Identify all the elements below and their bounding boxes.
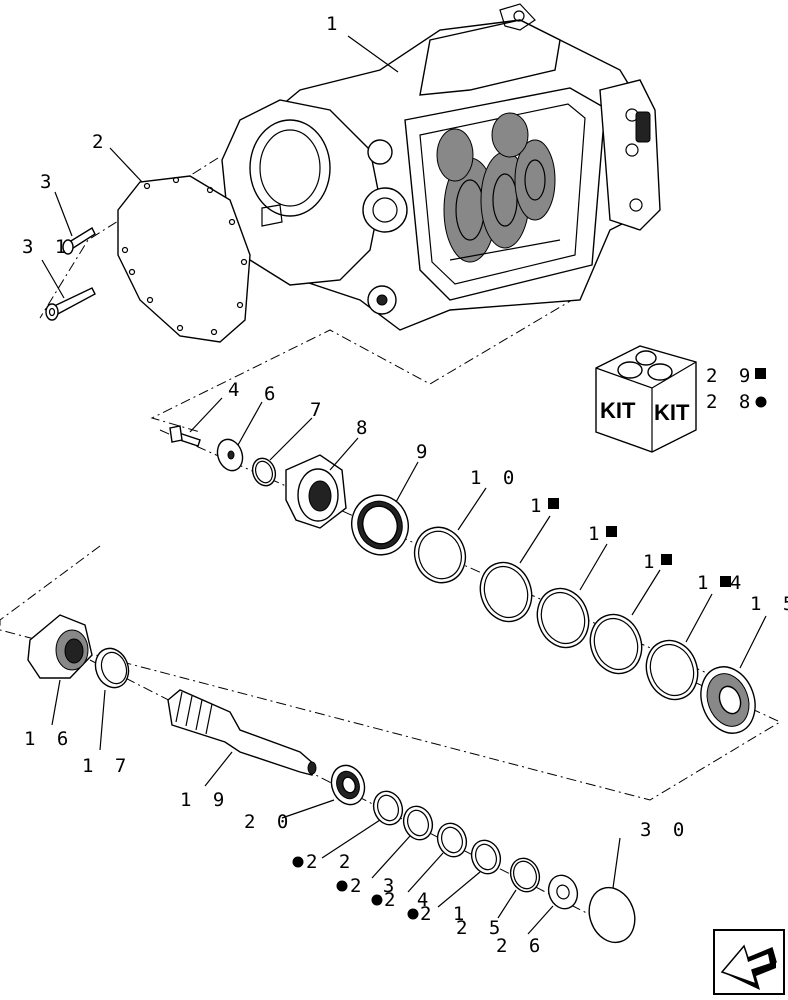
callout-24: 2 4 xyxy=(384,889,433,911)
callout-9: 9 xyxy=(416,441,432,463)
callout-16: 1 6 xyxy=(24,728,73,750)
transmission-housing xyxy=(221,3,661,331)
callout-19: 1 9 xyxy=(180,789,229,811)
bearing-housing-8 xyxy=(285,454,347,529)
bolt-31 xyxy=(45,287,96,321)
callout-25: 2 5 xyxy=(456,917,505,939)
shim-21 xyxy=(470,839,502,875)
shim-24 xyxy=(436,822,468,858)
snap-ring-10 xyxy=(413,526,467,584)
callout-21: 2 1 xyxy=(420,903,469,925)
callout-23: 2 3 xyxy=(350,875,399,897)
callout-1: 1 xyxy=(326,13,342,35)
seal-9 xyxy=(351,494,409,556)
shim-14 xyxy=(645,639,699,701)
kit-square-marker-icon xyxy=(661,554,672,565)
kit-square-marker-icon xyxy=(548,498,559,509)
kit-markers xyxy=(292,498,731,920)
o-ring-7 xyxy=(251,457,277,487)
callout-6: 6 xyxy=(264,383,280,405)
cover-plate-gasket xyxy=(117,175,251,343)
callout-10: 1 0 xyxy=(470,467,519,489)
bearing-20 xyxy=(330,764,366,806)
washer-6 xyxy=(216,438,244,472)
callout-17: 1 7 xyxy=(82,755,131,777)
washer-26 xyxy=(547,874,579,910)
sleeve-17 xyxy=(94,647,130,689)
callout-22: 2 2 xyxy=(306,851,355,873)
kit-square-marker-icon xyxy=(755,368,766,379)
callout-26: 2 6 xyxy=(496,935,545,957)
output-shaft-19 xyxy=(167,689,317,776)
callout-12: 1 xyxy=(588,523,604,545)
shim-12 xyxy=(536,587,590,649)
shim-13 xyxy=(589,613,643,675)
kit-square-marker-icon xyxy=(720,576,731,587)
kit-box-label-left: KIT xyxy=(600,398,636,423)
kit-square-marker-icon xyxy=(606,526,617,537)
cap-30 xyxy=(588,886,636,944)
callout-4: 4 xyxy=(228,379,244,401)
callout-13: 1 xyxy=(643,551,659,573)
kit-dot-legend: 2 8= xyxy=(706,391,772,413)
callout-7: 7 xyxy=(310,399,326,421)
bolt-3 xyxy=(62,227,96,255)
kit-dot-marker-icon xyxy=(755,396,767,408)
previous-page-arrow-icon[interactable] xyxy=(713,929,785,995)
kit-dot-marker-icon xyxy=(292,856,304,868)
bearing-cup-16 xyxy=(27,614,93,679)
shim-11 xyxy=(479,561,533,623)
callout-labels: 1 2 3 3 1 4 6 7 8 9 1 0 1 1 1 1 4 1 5 1 … xyxy=(22,13,788,957)
tapered-bearing-15 xyxy=(700,666,756,734)
callout-30: 3 0 xyxy=(640,819,689,841)
snap-ring-25 xyxy=(509,857,541,893)
callout-15: 1 5 xyxy=(750,593,788,615)
callout-31: 3 1 xyxy=(22,236,71,258)
kit-square-legend: 2 9= xyxy=(706,365,772,387)
kit-dot-marker-icon xyxy=(371,894,383,906)
callout-2: 2 xyxy=(92,131,108,153)
kit-legend: KIT KIT 2 9= 2 8= xyxy=(595,345,772,453)
bolt-4 xyxy=(169,425,201,447)
kit-dot-marker-icon xyxy=(336,880,348,892)
callout-20: 2 0 xyxy=(244,811,293,833)
shim-22 xyxy=(372,790,404,826)
gear-cluster xyxy=(436,112,561,263)
callout-3: 3 xyxy=(40,171,56,193)
kit-box-label-right: KIT xyxy=(654,400,690,425)
callout-8: 8 xyxy=(356,417,372,439)
shim-23 xyxy=(402,805,434,841)
kit-dot-marker-icon xyxy=(407,908,419,920)
callout-11: 1 xyxy=(530,495,546,517)
leader-lines xyxy=(41,35,767,935)
